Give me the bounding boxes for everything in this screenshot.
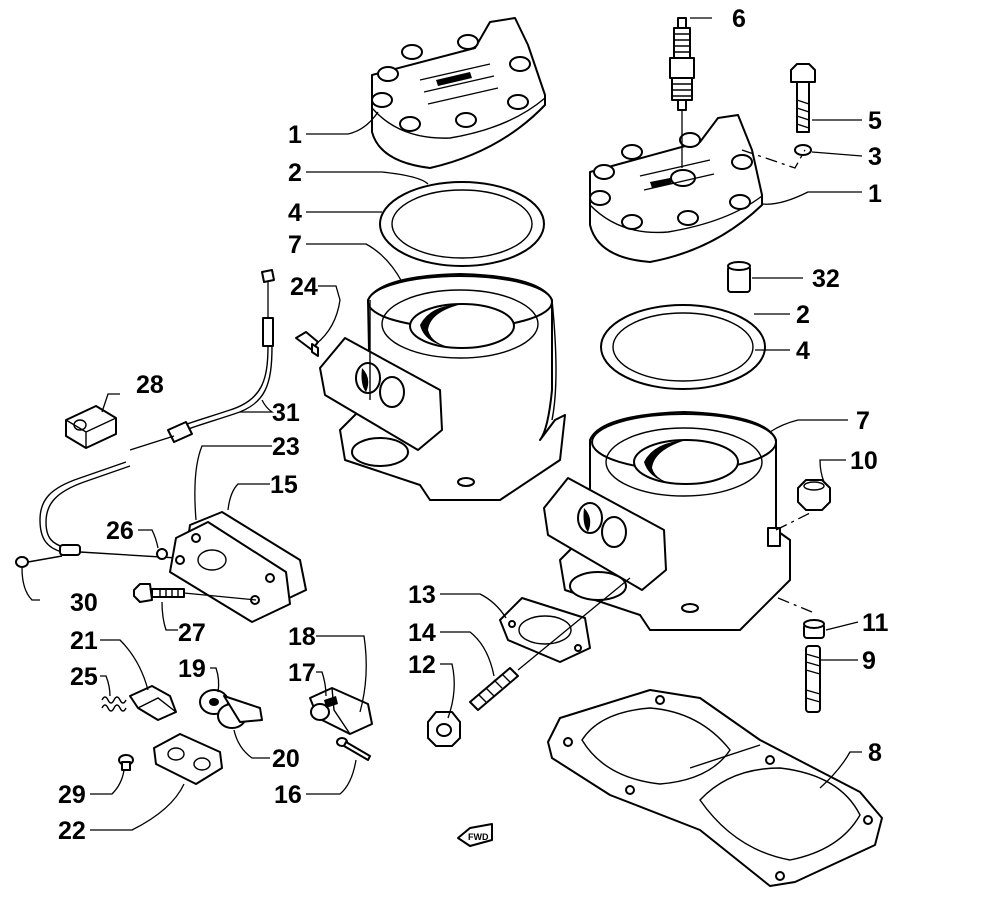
callout-20: 20	[272, 745, 300, 773]
cable-screw	[15, 555, 63, 568]
cylinder-head-left	[371, 17, 546, 169]
head-bolt	[790, 63, 816, 133]
callout-32: 32	[812, 265, 840, 293]
callout-27: 27	[178, 619, 206, 647]
forward-arrow-icon: FWD	[457, 823, 493, 847]
callout-11: 11	[862, 609, 889, 637]
callout-31: 31	[272, 399, 300, 427]
callout-7: 7	[856, 407, 870, 435]
o-ring	[156, 548, 168, 560]
cylinder-stud	[805, 645, 821, 713]
exhaust-gasket	[499, 597, 591, 663]
callout-25: 25	[70, 663, 98, 691]
callout-12: 12	[408, 651, 436, 679]
forward-label: FWD	[468, 832, 489, 842]
cover-bolt	[133, 583, 257, 603]
washer	[794, 144, 812, 156]
cylinder-left	[319, 273, 566, 501]
callout-26: 26	[106, 517, 134, 545]
callout-2: 2	[288, 159, 302, 187]
callout-1: 1	[868, 180, 882, 208]
valve-blade	[129, 685, 177, 721]
exhaust-nut	[427, 711, 461, 747]
spark-plug	[669, 17, 695, 168]
callout-22: 22	[58, 817, 86, 845]
stud-nut	[797, 479, 831, 511]
callout-10: 10	[850, 447, 878, 475]
callout-28: 28	[136, 371, 164, 399]
stud-washer	[803, 619, 825, 639]
callout-6: 6	[732, 5, 746, 33]
cylinder-head-right	[589, 114, 763, 263]
exhaust-stud	[469, 667, 519, 711]
callout-14: 14	[408, 619, 436, 647]
callout-23: 23	[272, 433, 300, 461]
valve-housing	[309, 687, 373, 735]
callout-16: 16	[274, 781, 302, 809]
valve-spring	[101, 696, 127, 712]
callout-18: 18	[288, 623, 316, 651]
callout-21: 21	[70, 627, 98, 655]
callout-3: 3	[868, 143, 882, 171]
callout-1: 1	[288, 121, 302, 149]
elbow-fitting	[295, 331, 319, 357]
valve-gasket	[153, 733, 223, 785]
callout-2: 2	[796, 301, 810, 329]
callout-19: 19	[178, 655, 206, 683]
valve-pin	[336, 737, 371, 761]
leader-lines	[21, 17, 863, 831]
valve-piston	[199, 689, 263, 729]
callout-15: 15	[270, 471, 298, 499]
callout-13: 13	[408, 581, 436, 609]
alignment-sleeve	[727, 261, 751, 293]
valve-cover	[169, 511, 307, 623]
head-gasket-right	[600, 304, 766, 390]
callout-5: 5	[868, 107, 882, 135]
base-gasket	[547, 689, 883, 887]
callout-29: 29	[58, 781, 86, 809]
callout-labels: 1 1 2 2 3 4 4 5 6 7 7 8 9 10 11 12 13 14…	[58, 5, 889, 845]
callout-4: 4	[796, 337, 810, 365]
small-screw	[118, 754, 134, 771]
cylinder-right	[543, 411, 791, 631]
callout-17: 17	[288, 659, 316, 687]
callout-7: 7	[288, 231, 302, 259]
callout-8: 8	[868, 739, 882, 767]
callout-24: 24	[290, 273, 318, 301]
head-gasket-left	[379, 181, 545, 267]
callout-4: 4	[288, 199, 302, 227]
callout-9: 9	[862, 647, 876, 675]
cable-clip	[65, 405, 117, 449]
callout-30: 30	[70, 589, 98, 617]
